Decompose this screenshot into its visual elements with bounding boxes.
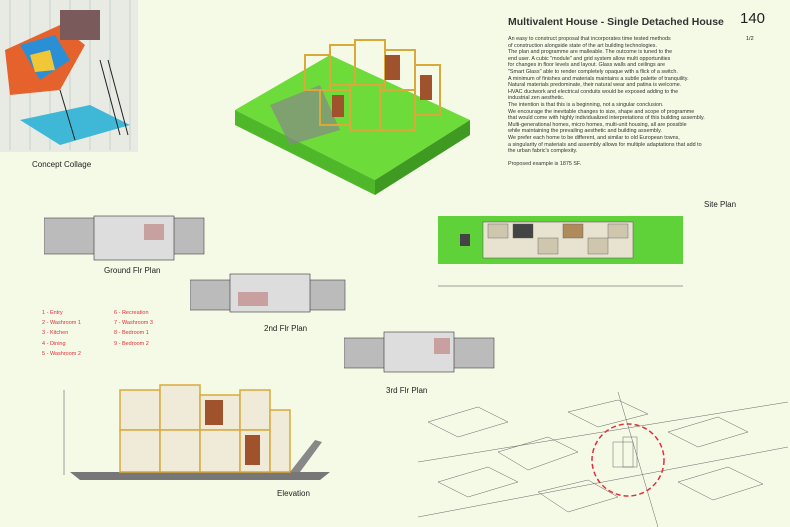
second-floor-plan-drawing (190, 273, 346, 313)
site-plan-drawing (438, 216, 683, 287)
legend-item: 6 - Recreation (114, 310, 149, 316)
ground-floor-plan-label: Ground Flr Plan (104, 266, 161, 275)
site-plan-label: Site Plan (704, 200, 737, 209)
concept-collage-label: Concept Collage (32, 160, 92, 169)
legend-item: 2 - Washroom 1 (42, 320, 81, 327)
elevation-label: Elevation (277, 489, 310, 498)
legend-item: 5 - Washroom 2 (42, 350, 81, 357)
page-indicator: 1/2 (746, 36, 754, 42)
third-floor-plan-label: 3rd Flr Plan (386, 386, 428, 395)
second-floor-plan-label: 2nd Flr Plan (264, 324, 308, 333)
board-title: Multivalent House - Single Detached Hous… (508, 16, 724, 28)
axonometric-render (235, 39, 470, 195)
board-number: 140 (740, 10, 766, 27)
elevation-drawing (63, 384, 330, 480)
legend-item: 7 - Washroom 3 (114, 320, 153, 327)
legend-item: 8 - Bedroom 1 (114, 330, 149, 337)
third-floor-plan-drawing (344, 331, 495, 373)
project-description: An easy to construct proposal that incor… (508, 36, 705, 168)
legend-item: 3 - Kitchen (42, 330, 69, 337)
legend-item: 9 - Bedroom 2 (114, 340, 149, 347)
concept-collage-image (0, 0, 138, 152)
legend-item: 1 - Entry (42, 310, 63, 316)
legend-item: 4 - Dining (42, 340, 66, 347)
neighbourhood-sketch (418, 392, 789, 527)
ground-floor-plan-drawing (44, 215, 205, 261)
